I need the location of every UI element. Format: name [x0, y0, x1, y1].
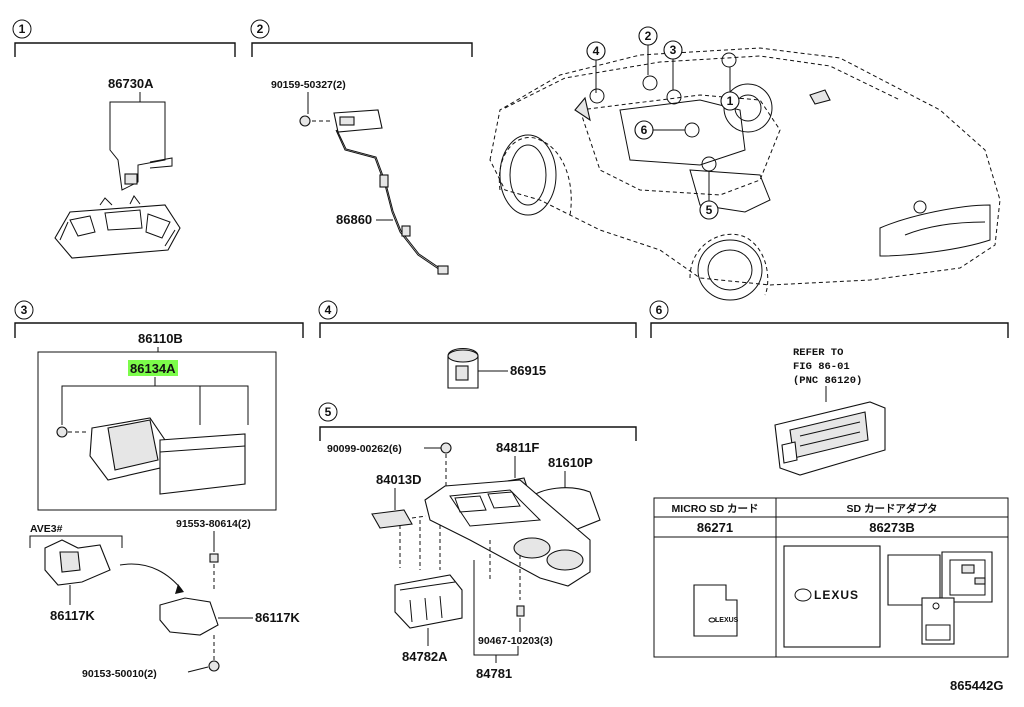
- section-2-number: 2: [257, 22, 264, 36]
- display-cover-part: [159, 433, 246, 495]
- part-90159-50327[interactable]: 90159-50327(2): [271, 79, 346, 91]
- section-6: 6 REFER TO FIG 86-01 (PNC 86120): [649, 300, 1009, 476]
- part-86271[interactable]: 86271: [697, 520, 733, 535]
- callout-3[interactable]: 3: [663, 40, 683, 105]
- section-1: 1 86730A: [12, 19, 236, 259]
- section-3-number: 3: [21, 303, 28, 317]
- part-90467-10203[interactable]: 90467-10203(3): [478, 635, 553, 647]
- part-84013D[interactable]: 84013D: [376, 472, 422, 487]
- figure-code: 865442G: [950, 678, 1004, 693]
- part-86273B[interactable]: 86273B: [869, 520, 915, 535]
- micro-sd-header: MICRO SD カード: [672, 503, 759, 515]
- callout-3-label: 3: [670, 43, 677, 57]
- part-81610P[interactable]: 81610P: [548, 455, 593, 470]
- section-5: 5 90099-00262(6) 84811F 81610P 84013D 84…: [318, 402, 637, 681]
- section-4-number: 4: [325, 303, 332, 317]
- dash-tray-part: [54, 204, 181, 259]
- micro-sd-card-illustration: LEXUS: [693, 584, 739, 637]
- callout-1[interactable]: 1: [720, 52, 740, 111]
- section-4: 4 86915: [318, 300, 637, 389]
- part-86134A[interactable]: 86134A: [130, 361, 176, 376]
- sd-card-table: MICRO SD カード SD カードアダプタ 86271 86273B LEX…: [653, 497, 1009, 658]
- part-86117K-left[interactable]: 86117K: [50, 608, 95, 623]
- antenna-module-part: [333, 109, 383, 133]
- highlighted-part-marker: [128, 360, 178, 376]
- refer-fig-label[interactable]: FIG 86-01: [793, 361, 850, 373]
- part-86730A[interactable]: 86730A: [108, 76, 154, 91]
- callout-1-label: 1: [727, 94, 734, 108]
- part-86117K-right[interactable]: 86117K: [255, 610, 300, 625]
- callout-6[interactable]: 6: [634, 120, 700, 140]
- refer-to-label: REFER TO: [793, 347, 843, 359]
- part-84781[interactable]: 84781: [476, 666, 512, 681]
- callout-5[interactable]: 5: [699, 156, 719, 220]
- part-84811F[interactable]: 84811F: [496, 440, 539, 455]
- callout-5-label: 5: [706, 203, 713, 217]
- callout-2[interactable]: 2: [638, 26, 658, 91]
- part-90153-50010[interactable]: 90153-50010(2): [82, 668, 157, 680]
- micro-sd-brand: LEXUS: [715, 617, 739, 624]
- part-84782A[interactable]: 84782A: [402, 649, 448, 664]
- part-86110B[interactable]: 86110B: [138, 331, 183, 346]
- sd-adapter-header: SD カードアダプタ: [846, 502, 937, 515]
- section-3: 3 86110B 86134A AVE3# 86117K 91553-80614…: [14, 300, 304, 680]
- callout-4-label: 4: [593, 44, 600, 58]
- callout-6-label: 6: [641, 123, 648, 137]
- callout-4[interactable]: 4: [586, 41, 606, 104]
- console-box-part: [394, 574, 463, 629]
- section-5-number: 5: [325, 405, 332, 419]
- part-86860[interactable]: 86860: [336, 212, 372, 227]
- part-AVE3: AVE3#: [30, 523, 63, 535]
- part-86915[interactable]: 86915: [510, 363, 546, 378]
- part-90099-00262[interactable]: 90099-00262(6): [327, 443, 402, 455]
- refer-pnc-label: (PNC 86120): [793, 375, 862, 387]
- sd-card-package-illustration: LEXUS: [783, 545, 993, 648]
- section-2: 2 90159-50327(2) 86860: [250, 19, 473, 275]
- part-91553-80614[interactable]: 91553-80614(2): [176, 518, 251, 530]
- vehicle-overview: 4 2 3 1 6: [489, 26, 1001, 301]
- bracket-right-part: [159, 597, 219, 636]
- callout-2-label: 2: [645, 29, 652, 43]
- section-1-number: 1: [19, 22, 26, 36]
- sd-package-brand: LEXUS: [814, 588, 859, 602]
- section-6-number: 6: [656, 303, 663, 317]
